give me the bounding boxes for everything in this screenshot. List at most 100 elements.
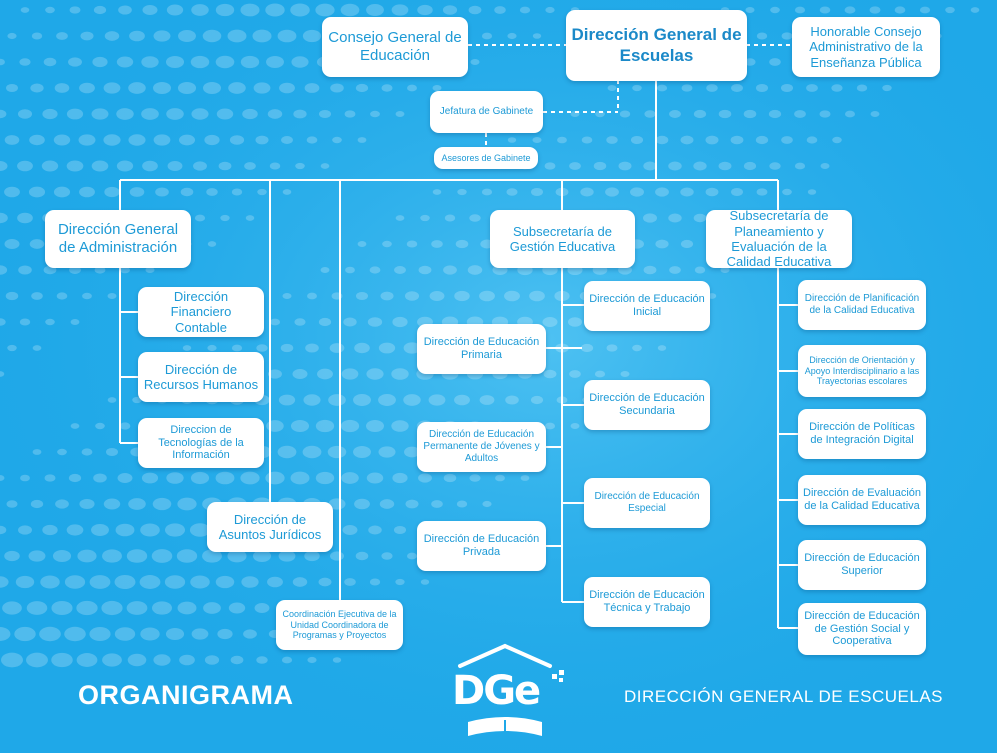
background-dot — [407, 84, 417, 92]
background-dot — [882, 84, 892, 92]
background-dot — [103, 498, 121, 510]
background-dot — [379, 499, 395, 509]
background-dot — [394, 266, 406, 274]
background-dot — [127, 653, 147, 667]
background-dot — [668, 213, 682, 223]
background-dot — [340, 419, 360, 433]
background-dot — [81, 448, 93, 456]
background-dot — [342, 525, 358, 535]
background-dot — [2, 601, 22, 615]
background-dot — [353, 394, 371, 406]
background-dot — [391, 4, 409, 16]
background-dot — [94, 266, 106, 274]
background-dot — [18, 525, 32, 535]
background-dot — [45, 318, 55, 326]
background-dot — [41, 160, 59, 172]
background-dot — [378, 394, 396, 406]
background-dot — [807, 189, 817, 195]
background-dot — [191, 4, 209, 16]
background-dot — [18, 265, 32, 275]
background-dot — [718, 161, 732, 171]
background-dot — [420, 214, 430, 222]
background-dot — [680, 239, 694, 249]
background-dot — [56, 292, 68, 300]
box-sub-planeamiento: Subsecretaría de Planeamiento y Evaluaci… — [706, 208, 852, 269]
box-label: Dirección de Políticas de Integración Di… — [809, 421, 915, 446]
background-dot — [395, 111, 405, 117]
box-label: Dirección General de Escuelas — [571, 25, 742, 65]
background-dot — [404, 446, 420, 458]
box-label: Dirección de Educación Técnica y Trabajo — [589, 589, 705, 614]
background-dot — [330, 83, 344, 93]
background-dot — [152, 497, 172, 511]
background-dot — [290, 471, 310, 485]
background-dot — [755, 83, 769, 93]
background-dot — [519, 6, 531, 14]
background-dot — [382, 240, 392, 248]
background-dot — [240, 55, 260, 69]
background-dot — [228, 82, 246, 94]
background-dot — [443, 473, 457, 483]
background-dot — [0, 576, 9, 588]
background-dot — [267, 109, 283, 119]
background-dot — [494, 6, 506, 14]
background-dot — [19, 58, 31, 66]
background-dot — [167, 161, 183, 171]
background-dot — [26, 652, 48, 668]
background-dot — [355, 291, 369, 301]
background-dot — [79, 186, 95, 198]
background-dot — [70, 319, 80, 325]
background-dot — [126, 549, 148, 563]
background-dot — [329, 343, 345, 353]
background-dot — [31, 292, 43, 300]
background-dot — [56, 32, 68, 40]
background-dot — [504, 290, 520, 302]
background-dot — [141, 472, 159, 484]
background-dot — [20, 7, 30, 13]
background-dot — [95, 422, 105, 430]
background-dot — [630, 135, 644, 145]
background-dot — [292, 368, 308, 380]
background-dot — [606, 344, 618, 352]
background-dot — [730, 135, 744, 145]
background-dot — [403, 394, 421, 406]
background-dot — [166, 4, 184, 16]
background-dot — [252, 549, 272, 563]
background-dot — [0, 318, 6, 326]
background-dot — [93, 5, 107, 15]
background-dot — [743, 161, 757, 171]
background-dot — [177, 81, 197, 95]
background-dot — [82, 292, 92, 300]
background-dot — [227, 549, 247, 563]
background-dot — [442, 5, 458, 15]
background-dot — [69, 266, 81, 274]
background-dot — [166, 472, 184, 484]
background-dot — [366, 472, 384, 484]
box-juridicos: Dirección de Asuntos Jurídicos — [207, 502, 333, 552]
background-dot — [42, 108, 58, 120]
background-dot — [66, 160, 84, 172]
background-dot — [17, 109, 33, 119]
background-dot — [43, 57, 57, 67]
background-dot — [655, 135, 669, 145]
background-dot — [369, 266, 381, 274]
background-dot — [256, 656, 268, 664]
background-dot — [467, 265, 483, 275]
background-dot — [77, 549, 97, 563]
background-dot — [51, 652, 73, 668]
background-dot — [78, 134, 96, 146]
background-dot — [42, 524, 58, 536]
background-dot — [769, 162, 781, 170]
background-dot — [242, 108, 258, 120]
box-consejo-general: Consejo General de Educación — [322, 17, 468, 77]
box-direccion-general: Dirección General de Escuelas — [566, 10, 747, 81]
background-dot — [378, 446, 396, 458]
background-dot — [806, 136, 818, 144]
background-dot — [218, 161, 232, 171]
background-dot — [178, 134, 196, 146]
box-dg-administracion: Dirección General de Administración — [45, 210, 191, 268]
background-dot — [76, 653, 98, 667]
background-dot — [68, 57, 82, 67]
background-dot — [406, 552, 418, 560]
background-dot — [432, 189, 442, 195]
